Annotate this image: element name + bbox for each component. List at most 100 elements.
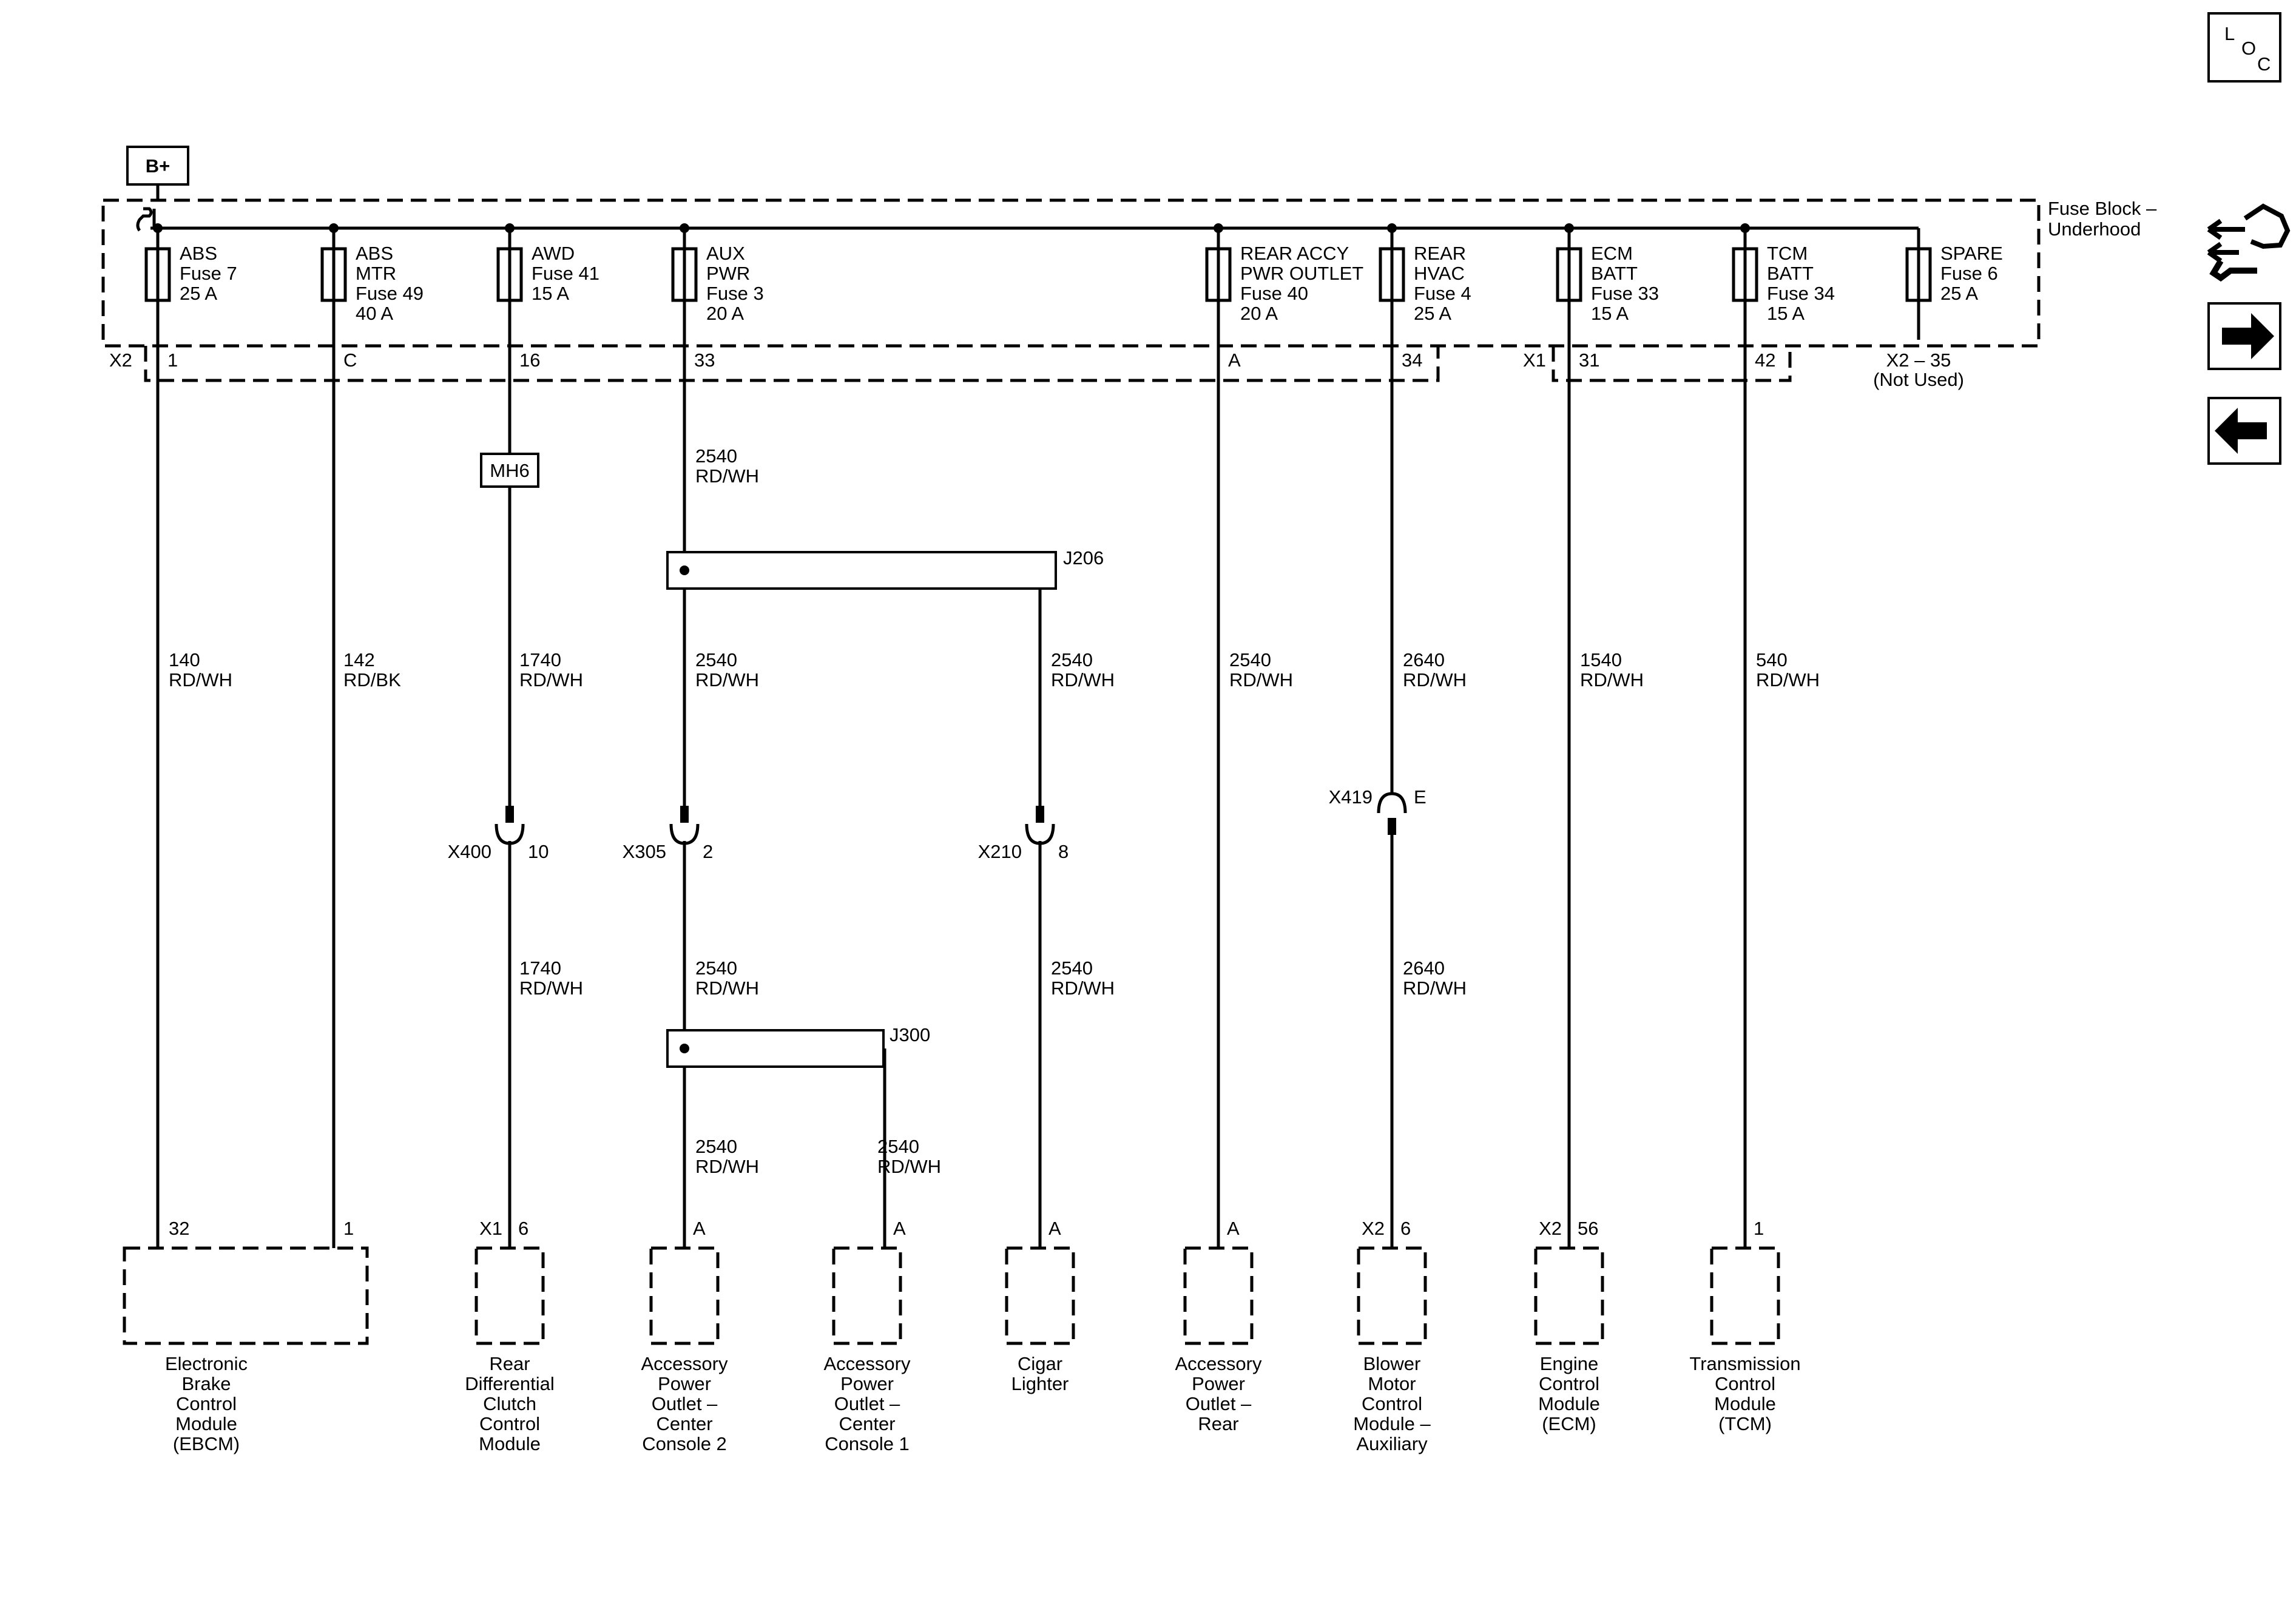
wire-circuit-number: 142: [343, 649, 375, 670]
module-pin: 6: [518, 1218, 528, 1239]
wire-circuit-number: 2640: [1403, 649, 1445, 670]
connector-x2-label: X2: [109, 349, 132, 371]
fuse-label-line: 20 A: [706, 303, 744, 324]
module-name-line: Center: [656, 1413, 712, 1434]
module-name-line: Blower: [1363, 1353, 1421, 1374]
wire-circuit-number: 2540: [1051, 649, 1093, 670]
module-outline: [1005, 1246, 1075, 1345]
module-name-line: Power: [1192, 1373, 1245, 1394]
module-outline: [649, 1246, 720, 1345]
splice-j206: J206: [666, 547, 1104, 590]
loc-letter-o: O: [2241, 38, 2256, 59]
wire-circuit-number: 2540: [695, 445, 737, 467]
prev-page-button[interactable]: [2207, 397, 2281, 465]
wire-circuit-number: 2540: [695, 957, 737, 979]
fuse-label-line: HVAC: [1414, 263, 1465, 284]
module-pin: 1: [1754, 1218, 1764, 1239]
fuse-label-line: 25 A: [180, 283, 217, 304]
module-name-line: Rear: [1198, 1413, 1238, 1434]
wire-circuit-number: 1740: [519, 957, 561, 979]
loc-letter-c: C: [2257, 53, 2271, 75]
module-name-line: Control: [1539, 1373, 1599, 1394]
module-connector: X2: [1539, 1218, 1562, 1239]
module-name-line: Control: [479, 1413, 540, 1434]
module-pin: A: [1227, 1218, 1240, 1239]
wire-labels: 140RD/WH142RD/BK1740RD/WH1740RD/WH2540RD…: [169, 445, 1820, 1177]
wire-color: RD/WH: [169, 669, 232, 690]
fuse-pin: X2 – 35: [1886, 349, 1951, 371]
wire-circuit-number: 1540: [1580, 649, 1622, 670]
fuse-label-line: 25 A: [1414, 303, 1451, 324]
fuse-pin: 31: [1579, 349, 1599, 371]
j300-label: J300: [890, 1024, 930, 1045]
fuse-pin: 42: [1755, 349, 1775, 371]
module-name-line: Engine: [1540, 1353, 1599, 1374]
fuse-label-line: AWD: [532, 243, 575, 264]
module-name-line: Module: [1714, 1393, 1776, 1414]
fuse-pin: C: [343, 349, 357, 371]
connector-name: X419: [1329, 786, 1373, 808]
fuse-label-line: ECM: [1591, 243, 1633, 264]
fuse-label-line: Fuse 40: [1240, 283, 1308, 304]
next-page-button[interactable]: [2207, 302, 2281, 370]
fuse-label-line: REAR ACCY: [1240, 243, 1349, 264]
module-name-line: Cigar: [1018, 1353, 1062, 1374]
wire-color: RD/WH: [519, 669, 583, 690]
wire-color: RD/BK: [343, 669, 401, 690]
module-name-line: Differential: [465, 1373, 555, 1394]
busbar: [136, 207, 1919, 232]
wire-color: RD/WH: [877, 1156, 941, 1177]
module-name-line: Outlet –: [652, 1393, 718, 1414]
module-name-line: Auxiliary: [1356, 1433, 1428, 1454]
wire-color: RD/WH: [1756, 669, 1820, 690]
module-name-line: (ECM): [1542, 1413, 1596, 1434]
fuse-label-line: 15 A: [1591, 303, 1629, 324]
fuse-label-line: 15 A: [1767, 303, 1805, 324]
fuse-label-line: PWR: [706, 263, 750, 284]
fuse-label-line: ABS: [180, 243, 217, 264]
wire-color: RD/WH: [695, 977, 759, 999]
wire-color: RD/WH: [1580, 669, 1644, 690]
module-name-line: Control: [1362, 1393, 1422, 1414]
loc-button[interactable]: L O C: [2207, 12, 2281, 83]
module-pin: A: [893, 1218, 906, 1239]
battery-label: B+: [146, 155, 171, 177]
module-name-line: Electronic: [165, 1353, 248, 1374]
fuse-pin: 34: [1402, 349, 1422, 371]
wire-color: RD/WH: [1051, 669, 1115, 690]
connector-pin: 2: [703, 841, 713, 862]
arrow-left-icon: [2215, 408, 2267, 454]
fuse-label-line: REAR: [1414, 243, 1466, 264]
module-pin: 32: [169, 1218, 189, 1239]
module-name-line: Accessory: [824, 1353, 911, 1374]
j206-label: J206: [1063, 547, 1104, 569]
connector-wrench-icon[interactable]: [2207, 203, 2291, 282]
module-name-line: Module –: [1353, 1413, 1431, 1434]
fuse-block-title: Fuse Block –: [2048, 198, 2157, 219]
wire-color: RD/WH: [1229, 669, 1293, 690]
module-name-line: (TCM): [1718, 1413, 1772, 1434]
fuse-label-line: ABS: [356, 243, 393, 264]
wire-color: RD/WH: [1403, 977, 1467, 999]
module-name-line: Module: [479, 1433, 541, 1454]
fuse-label-line: AUX: [706, 243, 745, 264]
module-outline: [123, 1246, 369, 1345]
